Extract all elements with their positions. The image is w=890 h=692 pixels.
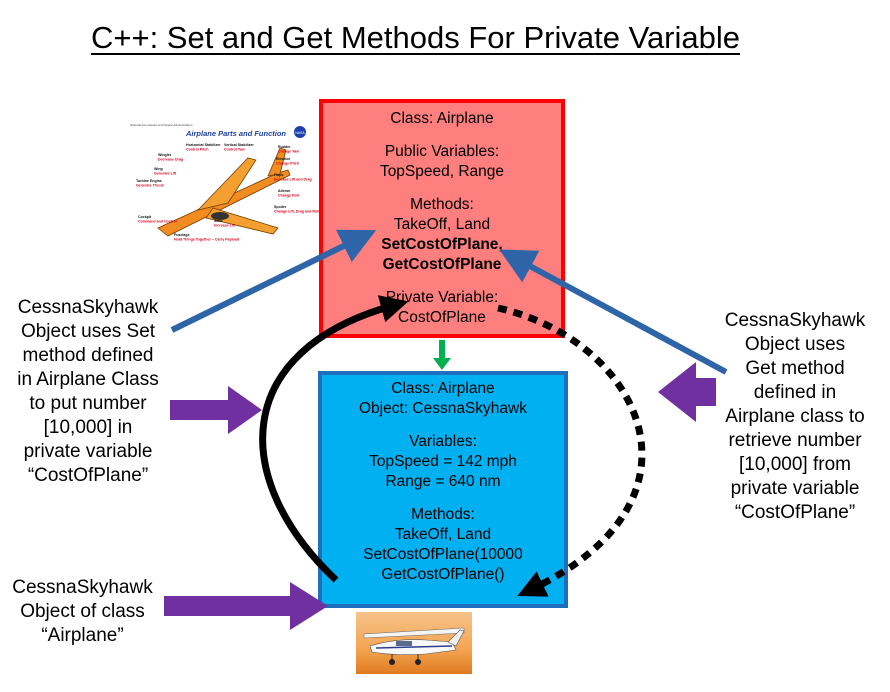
diagram-part-function: Generate Lift bbox=[154, 172, 177, 176]
object-name: Object: CessnaSkyhawk bbox=[359, 400, 527, 417]
right_get_text-line: “CostOfPlane” bbox=[734, 502, 856, 523]
right_get_text-line: CessnaSkyhawk bbox=[724, 310, 866, 331]
methods-heading: Methods: bbox=[410, 196, 474, 213]
object-method-set: SetCostOfPlane(10000 bbox=[363, 546, 523, 563]
diagram-part-function: Increase Lift bbox=[214, 224, 236, 228]
object-method-takeoff: TakeOff, Land bbox=[394, 526, 492, 543]
diagram-part-name: Winglet bbox=[158, 153, 172, 157]
diagram-part-name: Slats bbox=[214, 219, 223, 223]
method-set-cost: SetCostOfPlane, bbox=[381, 236, 503, 253]
public-variables-heading: Public Variables: bbox=[384, 143, 500, 160]
right_get_text-line: Airplane class to bbox=[725, 406, 865, 427]
private-variable-heading: Private Variable: bbox=[385, 289, 499, 306]
diagram-agency-text: National Aeronautics and Space Administr… bbox=[130, 123, 193, 127]
method-get-cost: GetCostOfPlane bbox=[382, 256, 502, 273]
right_get_text-line: Get method bbox=[745, 358, 845, 379]
cessna-illustration bbox=[356, 612, 472, 674]
plane-engine bbox=[211, 212, 229, 220]
diagram-part-function: Hold Things Together – Carry Payload bbox=[174, 238, 239, 242]
airplane-parts-diagram: National Aeronautics and Space Administr… bbox=[128, 118, 319, 260]
photo-wing bbox=[363, 627, 465, 639]
object-cessna-box: Class: Airplane Object: CessnaSkyhawk Va… bbox=[318, 371, 568, 608]
left_set_text-line: CessnaSkyhawk bbox=[17, 297, 159, 318]
right_get_text-line: retrieve number bbox=[728, 430, 862, 451]
diagram-part-function: Increase Lift and Drag bbox=[274, 178, 312, 182]
diagram-part-name: Aileron bbox=[278, 189, 290, 193]
left-set-purple-arrow bbox=[170, 386, 262, 434]
photo-window bbox=[396, 641, 412, 646]
object-methods-heading: Methods: bbox=[411, 506, 475, 523]
diagram-part-function: Generate Thrust bbox=[136, 184, 165, 188]
diagram-part-name: Vertical Stabilizer bbox=[224, 143, 254, 147]
diagram-part-function: Control Yaw bbox=[224, 148, 245, 152]
photo-stripe bbox=[375, 645, 453, 649]
photo-wheel-front bbox=[389, 659, 395, 665]
airplane-parts-illustration: National Aeronautics and Space Administr… bbox=[130, 123, 319, 242]
private-variable-name: CostOfPlane bbox=[398, 309, 486, 326]
right_get_text-line: [10,000] from bbox=[739, 454, 851, 475]
diagram-part-function: Decrease Drag bbox=[158, 158, 183, 162]
diagram-part-name: Elevator bbox=[276, 157, 291, 161]
object-method-get: GetCostOfPlane() bbox=[381, 566, 505, 583]
left-object-purple-arrow bbox=[164, 582, 328, 630]
diagram-part-name: Spoiler bbox=[274, 205, 287, 209]
diagram-part-function: Change Yaw bbox=[278, 150, 299, 154]
class-airplane-box: Class: Airplane Public Variables: TopSpe… bbox=[319, 99, 565, 338]
diagram-part-name: Rudder bbox=[278, 145, 291, 149]
plane-wing-back bbox=[196, 157, 257, 211]
left_set_text-line: in Airplane Class bbox=[17, 369, 159, 390]
class-name: Class: Airplane bbox=[390, 110, 494, 127]
object-var-topspeed: TopSpeed = 142 mph bbox=[369, 453, 517, 470]
right_get_text-line: defined in bbox=[753, 382, 837, 403]
diagram-part-function: Change Roll bbox=[278, 194, 299, 198]
left_set_text-line: Object uses Set bbox=[20, 321, 156, 342]
left_set_text-line: “CostOfPlane” bbox=[27, 465, 149, 486]
left_set_text-line: method defined bbox=[22, 345, 154, 366]
diagram-title: Airplane Parts and Function bbox=[185, 129, 286, 138]
diagram-part-function: Change Pitch bbox=[276, 162, 299, 166]
photo-tail bbox=[447, 629, 465, 647]
left_set_text-line: to put number bbox=[29, 393, 147, 414]
nasa-logo-icon bbox=[294, 126, 306, 138]
right_get_text-line: private variable bbox=[730, 478, 860, 499]
cessna-photo bbox=[356, 612, 472, 674]
plane-tail bbox=[267, 147, 287, 177]
diagram-part-name: Horizontal Stabilizer bbox=[186, 143, 221, 147]
inheritance-arrow-head bbox=[433, 358, 451, 370]
left_obj_text-line: “Airplane” bbox=[41, 625, 124, 646]
page-title: C++: Set and Get Methods For Private Var… bbox=[90, 20, 741, 55]
object-class-name: Class: Airplane bbox=[391, 380, 495, 397]
diagram-part-name: Fuselage bbox=[174, 233, 190, 237]
diagram-part-function: Control Pitch bbox=[186, 148, 209, 152]
diagram-part-name: Turbine Engine bbox=[136, 179, 162, 183]
public-variables-list: TopSpeed, Range bbox=[379, 163, 505, 180]
left_set_text-line: private variable bbox=[23, 441, 153, 462]
right_get_text-line: Object uses bbox=[744, 334, 846, 355]
diagram-part-function: Change Lift, Drag and Roll bbox=[274, 210, 319, 214]
diagram-part-name: Wing bbox=[154, 167, 163, 171]
object-variables-heading: Variables: bbox=[409, 433, 477, 450]
diagram-part-name: Cockpit bbox=[138, 215, 152, 219]
object-var-range: Range = 640 nm bbox=[385, 473, 501, 490]
left_obj_text-line: Object of class bbox=[20, 601, 145, 622]
diagram-part-name: Flaps bbox=[274, 173, 283, 177]
left_obj_text-line: CessnaSkyhawk bbox=[12, 577, 153, 598]
nasa-logo-text: NASA bbox=[295, 131, 305, 135]
diagram-part-function: Command and Control bbox=[138, 220, 177, 224]
photo-wheel-rear bbox=[415, 659, 421, 665]
left_set_text-line: [10,000] in bbox=[43, 417, 133, 438]
methods-plain: TakeOff, Land bbox=[393, 216, 491, 233]
